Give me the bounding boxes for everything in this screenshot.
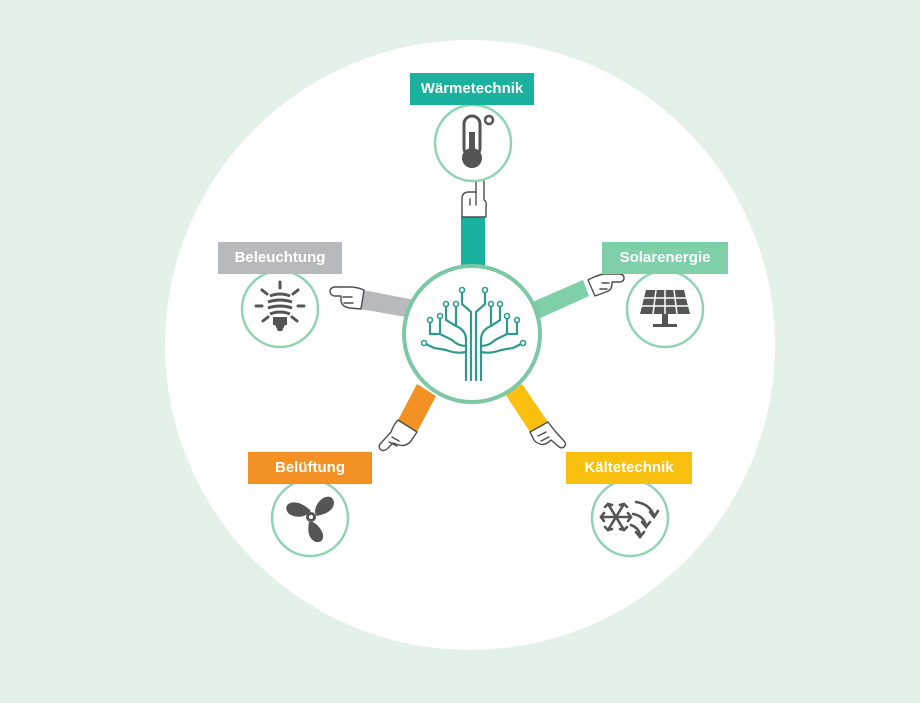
label-belueftung: Belüftung [248, 452, 372, 484]
arm-beleuchtung [360, 290, 415, 318]
arm-belueftung [398, 384, 436, 432]
light-bulb-icon [254, 280, 306, 331]
wind-arrows-icon [629, 500, 660, 540]
thermometer-icon [462, 114, 495, 168]
hand-pointing-down-left-icon [378, 419, 418, 452]
hand-pointing-down-right-icon [529, 421, 567, 449]
fan-hub [309, 515, 313, 519]
label-waermetechnik: Wärmetechnik [410, 73, 534, 105]
arm-kaelte [505, 384, 548, 432]
fan-icon [286, 496, 334, 543]
label-solarenergie: Solarenergie [602, 242, 728, 274]
circuit-tree-icon [424, 290, 523, 382]
solar-panel-icon [640, 289, 690, 327]
hand-pointing-left-icon [329, 286, 365, 310]
hands [329, 178, 625, 452]
label-kaeltetechnik: Kältetechnik [566, 452, 692, 484]
hand-pointing-right-icon [587, 273, 625, 297]
arm-solar [530, 280, 589, 320]
label-beleuchtung: Beleuchtung [218, 242, 342, 274]
circuit-nodes [420, 286, 527, 347]
snowflake-icon [599, 502, 633, 532]
